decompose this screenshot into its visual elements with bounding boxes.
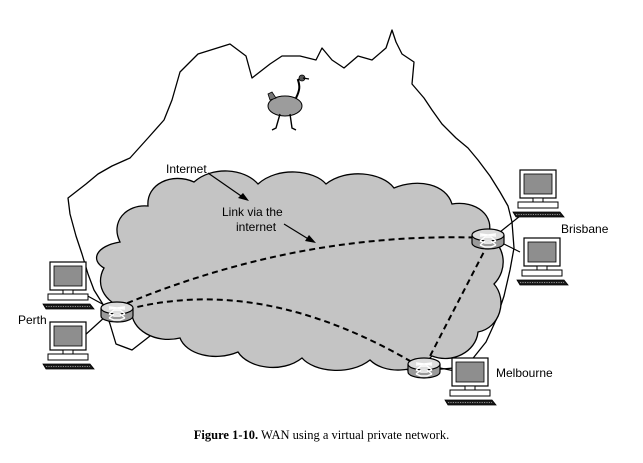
computer-perth-1: [42, 261, 95, 310]
melbourne-label: Melbourne: [496, 366, 553, 380]
link-label-line1: Link via the: [222, 205, 283, 219]
figure-caption-text: WAN using a virtual private network.: [261, 428, 450, 442]
internet-cloud: [95, 170, 504, 372]
computer-perth-2: [42, 321, 95, 370]
perth-label: Perth: [18, 313, 47, 327]
internet-arrow: [207, 172, 245, 199]
link-arrow: [283, 223, 311, 241]
router-melbourne: [407, 357, 441, 379]
brisbane-label: Brisbane: [561, 222, 609, 236]
router-perth: [100, 301, 134, 323]
emu-icon: [267, 74, 310, 131]
figure-number: Figure 1-10.: [193, 428, 259, 442]
router-brisbane: [471, 228, 505, 250]
internet-label: Internet: [166, 162, 207, 176]
computer-melbourne: [444, 357, 497, 406]
vpn-links: [117, 236, 489, 369]
figure-caption: Figure 1-10. WAN using a virtual private…: [0, 428, 643, 443]
computer-brisbane-1: [512, 169, 565, 218]
link-label-line2: internet: [236, 220, 277, 234]
computer-brisbane-2: [516, 237, 569, 286]
